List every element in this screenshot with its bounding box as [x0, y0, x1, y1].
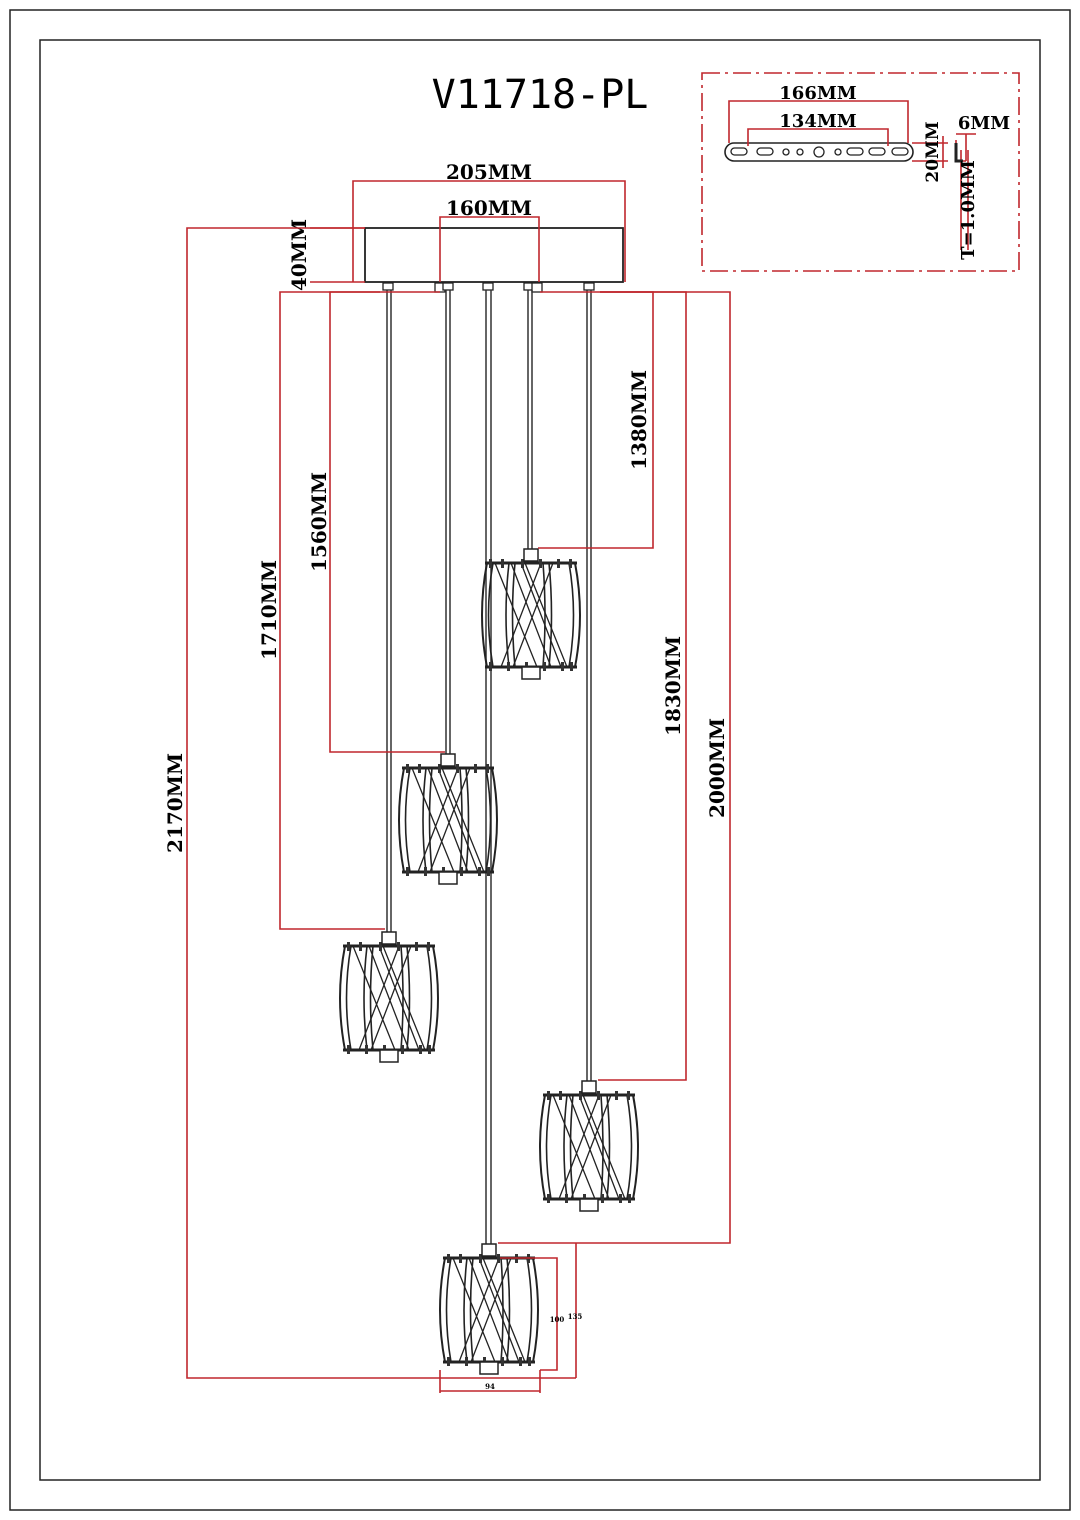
canopy: 205MM 160MM 40MM	[287, 160, 626, 293]
pendant-shade-1560	[397, 752, 499, 886]
bracket-hole-spacing-label: 134MM	[779, 111, 856, 132]
canopy-width-label: 205MM	[446, 160, 532, 184]
pendant-shade-1710	[338, 930, 440, 1064]
inner-border	[39, 39, 1041, 1481]
bracket-height-label: 20MM	[923, 121, 943, 182]
drop-dimensions: 1380MM 1560MM 1710MM 1830MM 2000MM 2170M…	[163, 227, 731, 1393]
outer-border	[9, 9, 1071, 1511]
pendant-shade-2000	[438, 1242, 540, 1376]
pendant-shade-1830	[538, 1079, 640, 1213]
canopy-hole-spacing-label: 160MM	[446, 196, 532, 220]
bracket-length-label: 166MM	[779, 83, 856, 104]
drop-1560-label: 1560MM	[307, 472, 331, 572]
bracket-detail: 166MM 134MM 20MM 6MM T=1.0MM	[701, 72, 1020, 272]
shade-height-inner-label: 100	[550, 1315, 565, 1324]
bracket-thickness-label: T=1.0MM	[958, 160, 979, 260]
bracket-flange-label: 6MM	[958, 113, 1010, 134]
drop-1830-label: 1830MM	[661, 636, 685, 736]
drawing-title: V11718-PL	[432, 72, 649, 118]
drop-1380-label: 1380MM	[627, 370, 651, 470]
shade-width-label: 94	[485, 1382, 495, 1391]
pendant-shade-1380	[480, 547, 582, 681]
canopy-height-label: 40MM	[287, 219, 311, 291]
drop-2000-label: 2000MM	[705, 718, 729, 818]
shade-height-outer-label: 135	[568, 1312, 583, 1321]
drop-2170-label: 2170MM	[163, 753, 187, 853]
drop-1710-label: 1710MM	[257, 560, 281, 660]
